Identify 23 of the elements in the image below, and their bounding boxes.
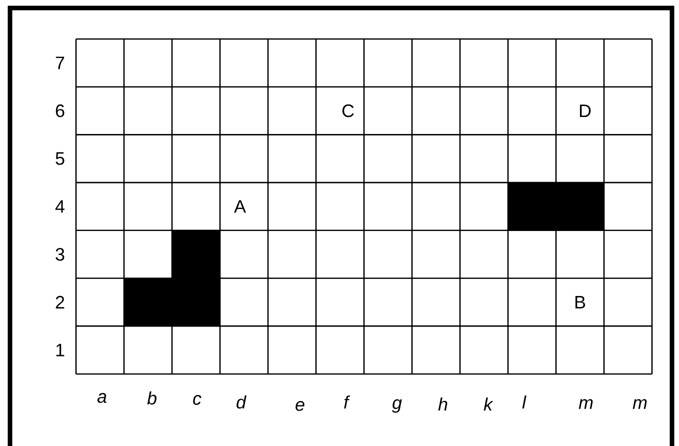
column-letter: g: [392, 399, 402, 413]
column-letter: m: [578, 399, 593, 409]
column-letter: c: [193, 395, 202, 405]
row-number: 1: [56, 344, 64, 356]
row-number: 6: [56, 104, 64, 118]
column-letter: d: [236, 395, 246, 409]
column-letter: a: [97, 393, 106, 403]
column-letter: k: [484, 397, 494, 410]
column-letter: m: [632, 399, 647, 409]
row-number: 3: [56, 248, 64, 261]
row-number: 7: [56, 56, 64, 70]
column-letter: f: [344, 395, 350, 408]
column-letter: e: [296, 401, 304, 411]
cell-letter: C: [342, 104, 354, 118]
row-number: 4: [55, 200, 64, 213]
row-number: 5: [56, 152, 64, 165]
column-letter: h: [438, 397, 448, 410]
cell-letter: A: [234, 200, 246, 213]
column-letter: l: [522, 395, 526, 408]
cell-letter: B: [575, 296, 586, 308]
column-letter: b: [147, 391, 156, 405]
row-number: 2: [56, 296, 64, 308]
cell-letter: D: [580, 104, 591, 117]
